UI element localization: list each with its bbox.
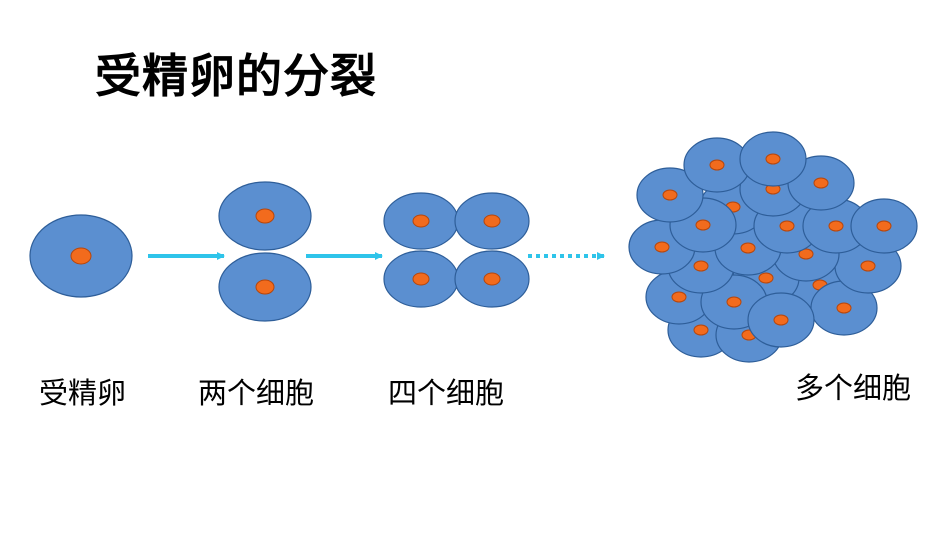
two-cells-top xyxy=(218,181,312,251)
morula-cell xyxy=(810,280,878,336)
two-cells-bottom xyxy=(218,252,312,322)
morula-cell xyxy=(636,167,704,223)
four-cells-tr xyxy=(454,192,530,250)
morula-cell xyxy=(747,292,815,348)
zygote-cell xyxy=(29,214,133,298)
morula-cell xyxy=(739,131,807,187)
page-title: 受精卵的分裂 xyxy=(95,49,377,103)
four-cells-tl xyxy=(383,192,459,250)
stage-label-two-cells: 两个细胞 xyxy=(198,376,315,410)
morula-cell xyxy=(683,137,751,193)
stage-label-many-cells: 多个细胞 xyxy=(795,371,912,405)
stage-label-four-cells: 四个细胞 xyxy=(388,376,505,410)
four-cells-br xyxy=(454,250,530,308)
morula-cell xyxy=(850,198,918,254)
stage-label-zygote: 受精卵 xyxy=(39,376,127,410)
four-cells-bl xyxy=(383,250,459,308)
morula-cluster xyxy=(628,131,918,363)
